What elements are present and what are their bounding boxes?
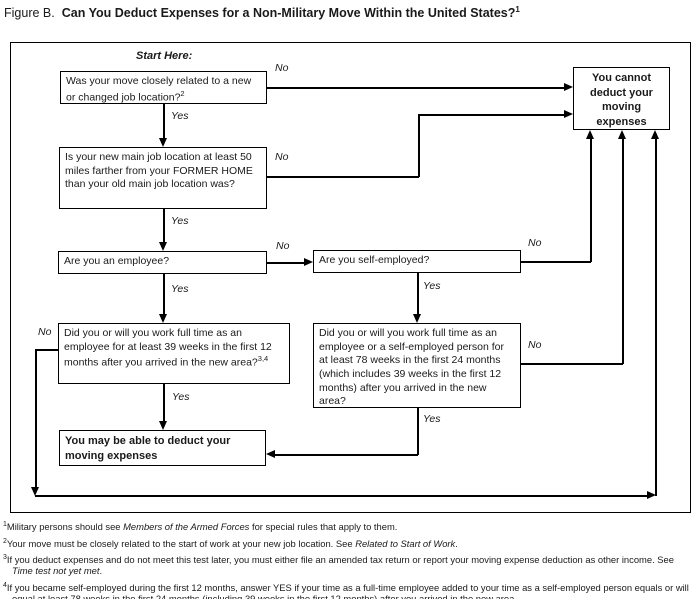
outcome-box-cannot-deduct: You cannot deduct your moving expenses — [573, 67, 670, 130]
question-box-39-weeks: Did you or will you work full time as an… — [58, 323, 290, 384]
footnote-4-text: If you became self-employed during the f… — [6, 582, 689, 599]
footnote-ref: 3,4 — [257, 354, 269, 364]
question-box-employee: Are you an employee? — [58, 251, 267, 274]
connector-q2-yes-line — [163, 209, 165, 243]
arrowhead-q6-yes — [266, 450, 275, 458]
arrowhead-q3-yes — [159, 314, 167, 323]
question-text: Did you or will you work full time as an… — [319, 327, 505, 408]
arrowhead-bottom-corner — [647, 491, 656, 499]
connector-q4-no-line-2 — [590, 134, 592, 262]
arrowhead-right-riser — [651, 130, 659, 139]
outcome-text: You cannot deduct your moving expenses — [590, 72, 653, 128]
label-yes-q5: Yes — [172, 391, 190, 403]
arrowhead-q2-no — [564, 110, 573, 118]
connector-q1-yes-line — [163, 104, 165, 139]
footnote-3-italic: Time test not yet met — [12, 565, 100, 577]
arrowhead-q5-yes — [159, 421, 167, 430]
footnote-2: 2Your move must be closely related to th… — [3, 536, 695, 549]
footnote-2-italic: Related to Start of Work — [355, 537, 456, 549]
label-no-q1: No — [275, 62, 289, 74]
footnote-2-number: 2 — [3, 537, 7, 545]
question-text: Was your move closely related to a new o… — [66, 75, 252, 104]
question-text: Are you self-employed? — [319, 254, 430, 266]
start-here-label: Start Here: — [136, 50, 193, 62]
footnote-4: 4If you became self-employed during the … — [3, 580, 695, 599]
footnote-4-number: 4 — [3, 581, 7, 589]
figure-title-text: Can You Deduct Expenses for a Non-Milita… — [61, 6, 516, 21]
flowchart-frame — [10, 42, 691, 513]
figure-label: Figure B. — [4, 6, 55, 21]
connector-q2-no-line-2 — [418, 114, 420, 177]
label-yes-q1: Yes — [171, 110, 189, 122]
footnote-1-italic: Members of the Armed Forces — [123, 521, 250, 533]
label-yes-q6: Yes — [423, 413, 441, 425]
arrowhead-q6-no — [618, 130, 626, 139]
connector-q2-no-line-3 — [418, 114, 565, 116]
connector-q6-yes-line-1 — [417, 408, 419, 455]
footnote-3: 3If you deduct expenses and do not meet … — [3, 552, 695, 576]
label-yes-q4: Yes — [423, 280, 441, 292]
question-box-job-location: Was your move closely related to a new o… — [60, 71, 267, 104]
footnote-1-post: for special rules that apply to them. — [249, 521, 398, 533]
footnote-1-number: 1 — [3, 521, 7, 528]
footnote-2-post: . — [455, 537, 458, 549]
connector-q1-no-line — [267, 87, 565, 89]
connector-right-riser — [655, 134, 657, 496]
question-text: Did you or will you work full time as an… — [64, 327, 272, 369]
figure-title: Figure B. Can You Deduct Expenses for a N… — [4, 5, 520, 20]
question-box-50-miles: Is your new main job location at least 5… — [59, 147, 267, 209]
label-no-q4: No — [528, 237, 542, 249]
arrowhead-q1-no — [564, 83, 573, 91]
connector-bottom-line — [35, 495, 648, 497]
footnote-2-text: Your move must be closely related to the… — [6, 537, 356, 549]
question-box-self-employed: Are you self-employed? — [313, 250, 521, 273]
footnote-ref: 2 — [180, 88, 185, 98]
connector-q2-no-line-1 — [267, 176, 419, 178]
footnote-1: 1Military persons should see Members of … — [3, 519, 695, 532]
footnotes: 1Military persons should see Members of … — [3, 519, 695, 599]
outcome-text: You may be able to deduct your moving ex… — [65, 435, 231, 462]
outcome-box-may-deduct: You may be able to deduct your moving ex… — [59, 430, 266, 466]
arrowhead-q3-no — [304, 258, 313, 266]
arrowhead-q2-yes — [159, 242, 167, 251]
connector-q5-yes-line — [163, 384, 165, 422]
arrowhead-q1-yes — [159, 138, 167, 147]
label-no-q2: No — [275, 151, 289, 163]
arrowhead-q5-no-junction — [31, 487, 39, 496]
question-box-78-weeks: Did you or will you work full time as an… — [313, 323, 521, 408]
footnote-3-text: If you deduct expenses and do not meet t… — [6, 554, 674, 566]
footnote-3-number: 3 — [3, 554, 7, 562]
footnote-3-post: . — [99, 565, 103, 577]
connector-q3-no-line — [267, 262, 305, 264]
label-yes-q2: Yes — [171, 215, 189, 227]
connector-q6-yes-line-2 — [275, 454, 418, 456]
connector-q3-yes-line — [163, 274, 165, 315]
connector-q5-no-line-2 — [35, 349, 37, 488]
connector-q6-no-line-2 — [622, 134, 624, 364]
arrowhead-q4-no — [586, 130, 594, 139]
label-yes-q3: Yes — [171, 283, 189, 295]
figure-title-footnote-ref: 1 — [515, 5, 520, 14]
connector-q6-no-line-1 — [521, 363, 623, 365]
question-text: Is your new main job location at least 5… — [65, 151, 253, 191]
label-no-q3: No — [276, 240, 290, 252]
question-text: Are you an employee? — [64, 255, 170, 267]
label-no-q5: No — [38, 326, 52, 338]
connector-q4-no-line-1 — [521, 261, 591, 263]
connector-q5-no-line-1 — [35, 349, 58, 351]
connector-q4-yes-line — [417, 273, 419, 315]
label-no-q6: No — [528, 339, 542, 351]
footnote-1-text: Military persons should see — [6, 521, 124, 533]
arrowhead-q4-yes — [413, 314, 421, 323]
